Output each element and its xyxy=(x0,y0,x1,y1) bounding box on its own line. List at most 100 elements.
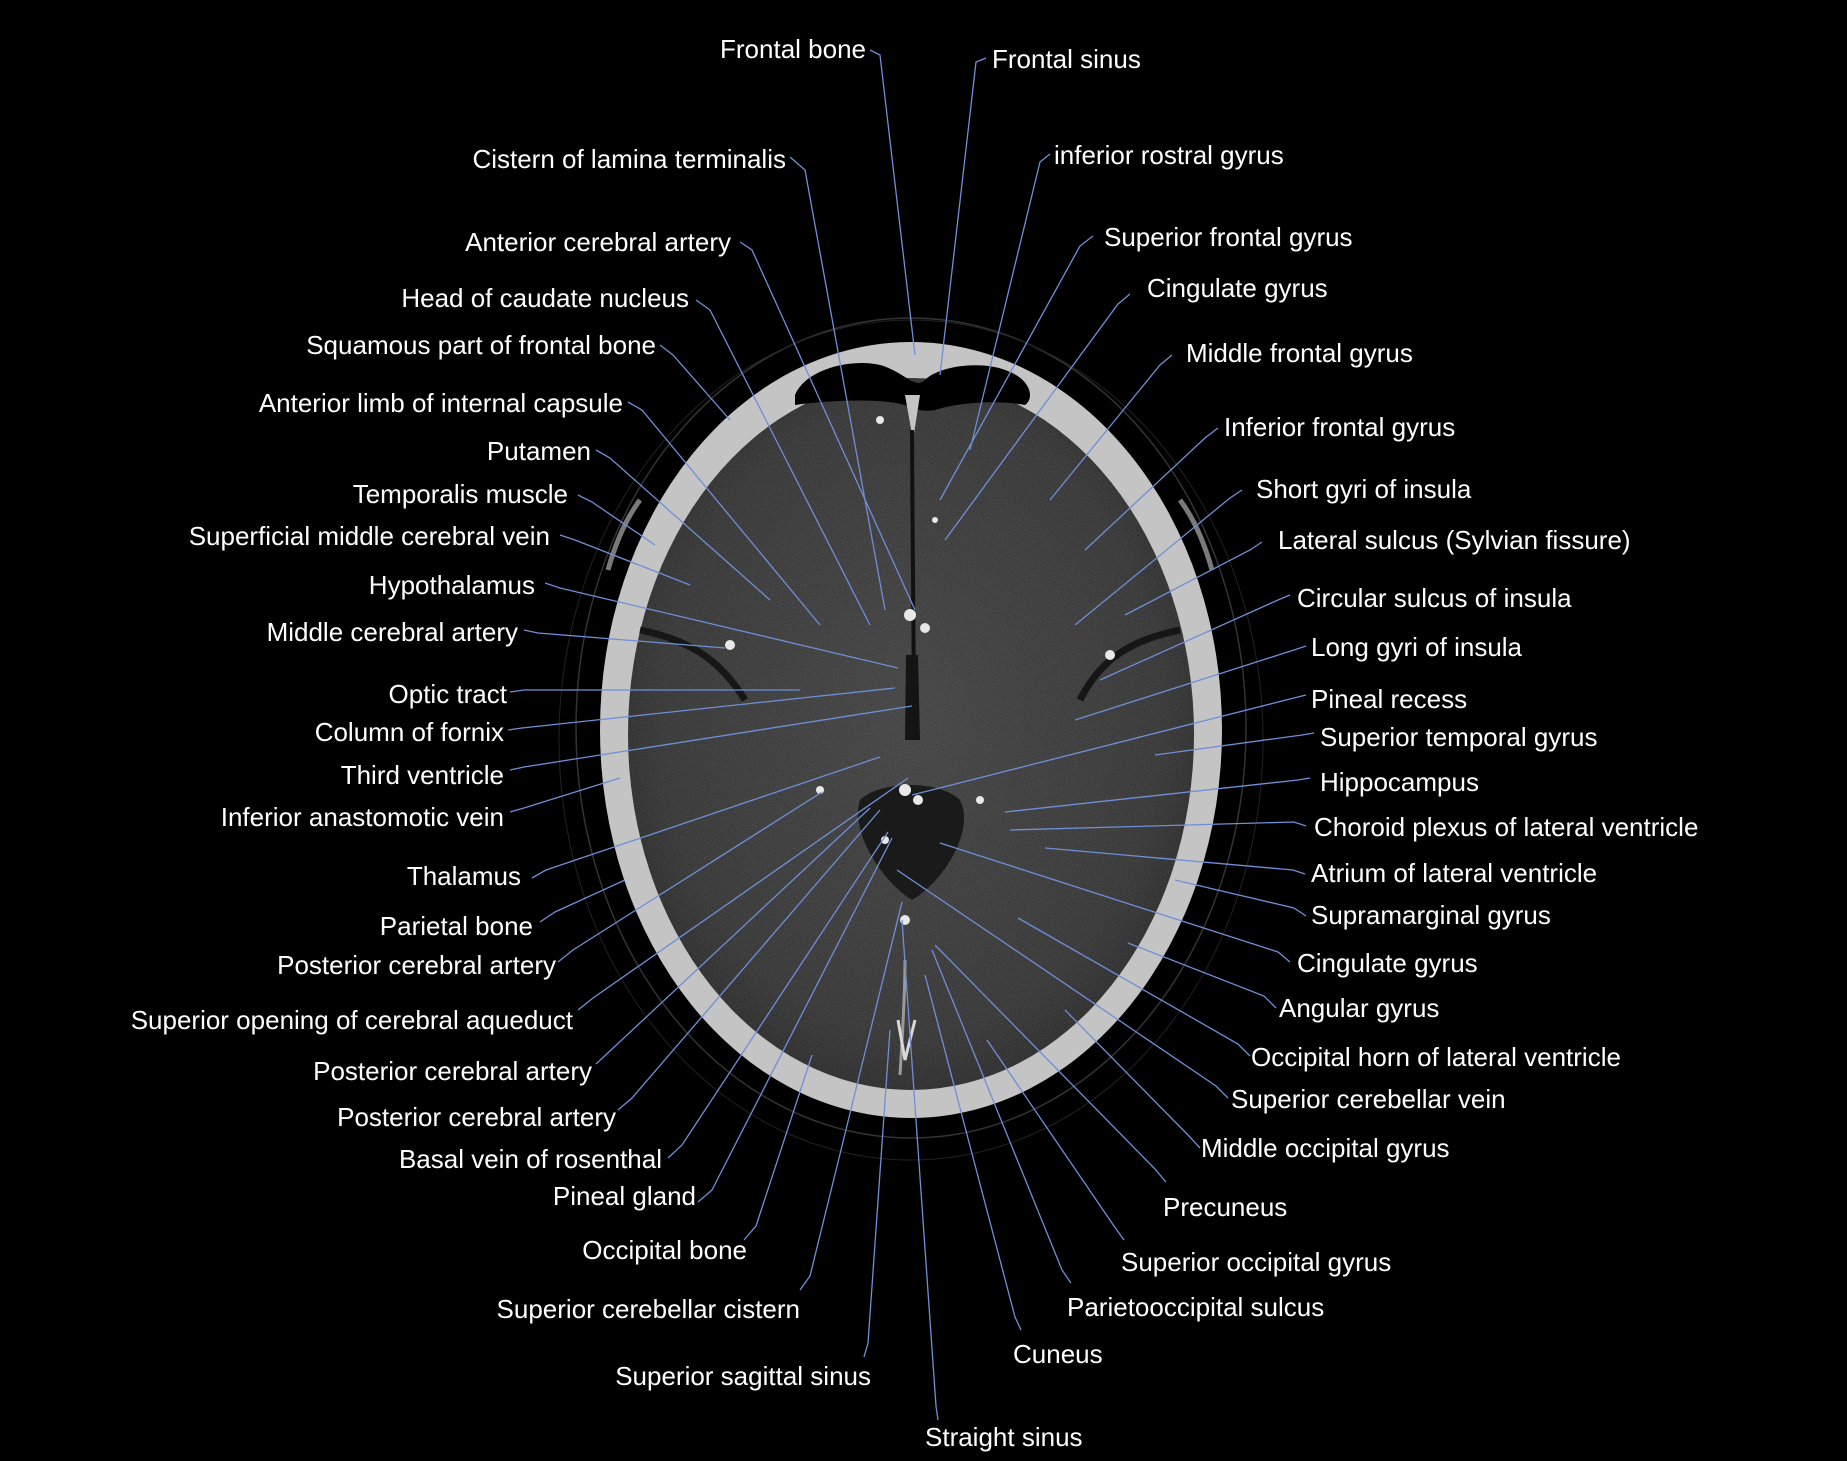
label-inferior-frontal-gyrus: Inferior frontal gyrus xyxy=(1224,412,1455,442)
quadrigeminal-cistern xyxy=(858,785,964,900)
leader-frontal-sinus xyxy=(939,57,987,376)
label-optic-tract: Optic tract xyxy=(389,679,508,709)
leader-temporalis xyxy=(577,494,656,546)
label-long-gyri-insula: Long gyri of insula xyxy=(1311,632,1523,662)
label-head-caudate-nucleus: Head of caudate nucleus xyxy=(401,283,689,313)
leader-pca-2 xyxy=(595,807,871,1065)
label-superior-cerebellar-cistern: Superior cerebellar cistern xyxy=(497,1294,800,1324)
leader-basal-vein xyxy=(667,831,889,1159)
label-straight-sinus: Straight sinus xyxy=(925,1422,1083,1452)
label-hippocampus: Hippocampus xyxy=(1320,767,1479,797)
left-temporalis xyxy=(605,498,643,571)
leader-superior-cerebellar-vein xyxy=(896,869,1229,1099)
label-frontal-bone: Frontal bone xyxy=(720,34,866,64)
leader-choroid-plexus xyxy=(1009,821,1307,831)
leader-straight-sinus xyxy=(901,919,939,1421)
label-thalamus: Thalamus xyxy=(407,861,521,891)
label-superior-cerebellar-vein: Superior cerebellar vein xyxy=(1231,1084,1506,1114)
label-inferior-anastomotic-vein: Inferior anastomotic vein xyxy=(221,802,504,832)
leader-cingulate-1 xyxy=(944,293,1131,541)
label-choroid-plexus: Choroid plexus of lateral ventricle xyxy=(1314,812,1698,842)
leader-frontal-bone xyxy=(869,49,916,356)
label-basal-vein-rosenthal: Basal vein of rosenthal xyxy=(399,1144,662,1174)
label-middle-occipital-gyrus: Middle occipital gyrus xyxy=(1201,1133,1450,1163)
leader-anterior-limb xyxy=(627,401,821,626)
right-sylvian xyxy=(1076,626,1181,702)
frontal-sinus-shape xyxy=(795,363,1030,411)
falx-posterior xyxy=(898,959,907,1076)
leader-middle-cerebral xyxy=(523,629,726,649)
leader-superior-occipital xyxy=(986,1039,1125,1241)
label-supramarginal-gyrus: Supramarginal gyrus xyxy=(1311,900,1551,930)
leader-inferior-frontal xyxy=(1084,427,1219,551)
left-sylvian xyxy=(639,626,748,702)
leader-circular-sulcus xyxy=(1099,594,1291,681)
label-cuneus: Cuneus xyxy=(1013,1339,1103,1369)
label-lateral-sulcus: Lateral sulcus (Sylvian fissure) xyxy=(1278,525,1631,555)
label-hypothalamus: Hypothalamus xyxy=(369,570,535,600)
leader-superficial-mcv xyxy=(559,534,691,586)
label-middle-cerebral-artery: Middle cerebral artery xyxy=(267,617,518,647)
leader-inferior-anastomotic xyxy=(509,777,621,813)
leader-angular xyxy=(1127,942,1277,1009)
leader-hippocampus xyxy=(1004,777,1311,813)
leader-supramarginal xyxy=(1174,879,1307,917)
label-atrium-lateral-ventricle: Atrium of lateral ventricle xyxy=(1311,858,1597,888)
leader-anterior-cerebral xyxy=(739,241,916,611)
leader-third-ventricle xyxy=(509,705,913,771)
leader-superior-frontal xyxy=(939,235,1094,501)
label-posterior-cerebral-artery-3: Posterior cerebral artery xyxy=(337,1102,616,1132)
leader-optic-tract xyxy=(509,689,800,693)
leader-lines xyxy=(507,49,1315,1421)
label-putamen: Putamen xyxy=(487,436,591,466)
leader-precuneus xyxy=(934,944,1167,1183)
leader-occipital-bone xyxy=(743,1054,813,1241)
leader-pca-1 xyxy=(557,791,823,963)
leader-superior-opening xyxy=(577,777,909,1011)
label-column-fornix: Column of fornix xyxy=(315,717,504,747)
label-middle-frontal-gyrus: Middle frontal gyrus xyxy=(1186,338,1413,368)
label-pineal-gland: Pineal gland xyxy=(553,1181,696,1211)
label-short-gyri-insula: Short gyri of insula xyxy=(1256,474,1472,504)
leader-long-gyri xyxy=(1074,645,1307,721)
label-superior-sagittal-sinus: Superior sagittal sinus xyxy=(615,1361,871,1391)
label-cingulate-gyrus-1: Cingulate gyrus xyxy=(1147,273,1328,303)
leader-putamen xyxy=(595,449,771,601)
leader-middle-frontal xyxy=(1049,354,1173,501)
label-anterior-cerebral-artery: Anterior cerebral artery xyxy=(465,227,731,257)
label-anterior-limb-internal-capsule: Anterior limb of internal capsule xyxy=(259,388,623,418)
leader-middle-occipital xyxy=(1064,1009,1201,1149)
label-superior-occipital-gyrus: Superior occipital gyrus xyxy=(1121,1247,1391,1277)
leader-parietooccipital xyxy=(931,949,1072,1284)
leader-superior-temporal xyxy=(1154,732,1315,756)
label-inferior-rostral-gyrus: inferior rostral gyrus xyxy=(1054,140,1284,170)
leader-atrium xyxy=(1044,847,1306,875)
label-circular-sulcus-insula: Circular sulcus of insula xyxy=(1297,583,1572,613)
label-pineal-recess: Pineal recess xyxy=(1311,684,1467,714)
leader-pineal-gland xyxy=(697,837,893,1203)
leader-superior-sagittal xyxy=(863,1029,891,1358)
right-temporalis xyxy=(1177,498,1215,571)
label-superficial-middle-cerebral-vein: Superficial middle cerebral vein xyxy=(189,521,550,551)
label-superior-frontal-gyrus: Superior frontal gyrus xyxy=(1104,222,1353,252)
leader-hypothalamus xyxy=(544,582,899,669)
leader-superior-cerebellar-cistern xyxy=(799,901,903,1291)
leader-thalamus xyxy=(531,756,881,879)
leader-pineal-recess xyxy=(911,694,1307,796)
label-third-ventricle: Third ventricle xyxy=(341,760,504,790)
label-posterior-cerebral-artery-1: Posterior cerebral artery xyxy=(277,950,556,980)
label-squamous-frontal-bone: Squamous part of frontal bone xyxy=(306,330,656,360)
occipital-dura xyxy=(896,1019,917,1061)
leader-head-caudate xyxy=(695,299,871,626)
label-angular-gyrus: Angular gyrus xyxy=(1279,993,1439,1023)
label-occipital-bone: Occipital bone xyxy=(582,1235,747,1265)
crista-galli xyxy=(905,395,920,440)
leader-cuneus xyxy=(924,974,1022,1331)
leader-cingulate-2 xyxy=(939,842,1291,963)
label-parietooccipital-sulcus: Parietooccipital sulcus xyxy=(1067,1292,1324,1322)
leader-lateral-sulcus xyxy=(1124,541,1263,616)
label-parietal-bone: Parietal bone xyxy=(380,911,533,941)
label-superior-opening-aqueduct: Superior opening of cerebral aqueduct xyxy=(131,1005,574,1035)
leader-parietal-bone xyxy=(539,879,626,923)
